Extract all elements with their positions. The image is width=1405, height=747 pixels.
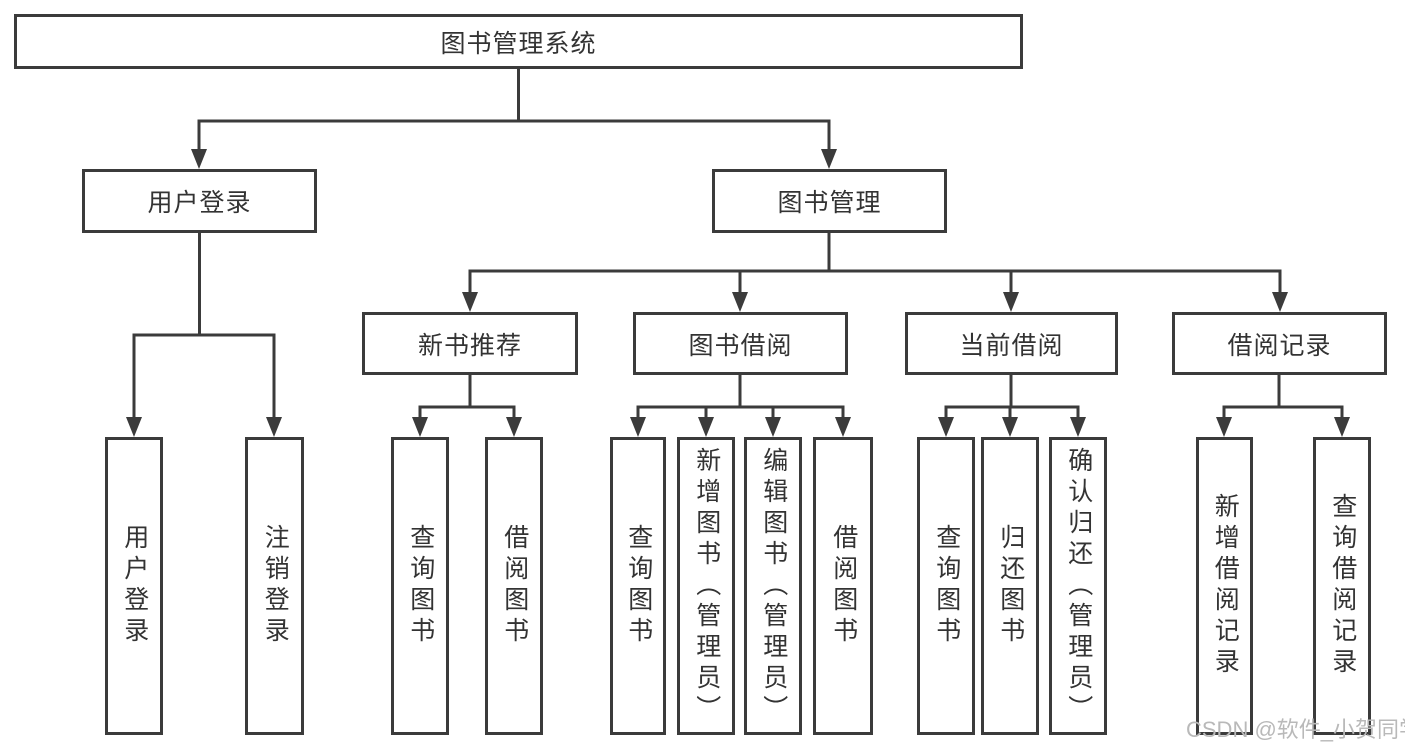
leaf-recommend-query-books: 查询图书 <box>391 437 449 735</box>
leaf-borrow-borrow-books-label: 借阅图书 <box>829 524 858 648</box>
node-current-borrow: 当前借阅 <box>905 312 1118 375</box>
leaf-recommend-borrow-books-label: 借阅图书 <box>500 524 529 648</box>
node-borrow-records-label: 借阅记录 <box>1227 331 1332 360</box>
leaf-borrow-borrow-books: 借阅图书 <box>813 437 873 735</box>
node-new-book-recommend: 新书推荐 <box>362 312 578 375</box>
leaf-current-return-books: 归还图书 <box>981 437 1039 735</box>
leaf-records-add-record-label: 新增借阅记录 <box>1211 493 1240 679</box>
leaf-current-return-books-label: 归还图书 <box>996 524 1025 648</box>
leaf-user-login: 用户登录 <box>105 437 163 735</box>
leaf-recommend-borrow-books: 借阅图书 <box>485 437 543 735</box>
leaf-borrow-query-books: 查询图书 <box>610 437 666 735</box>
leaf-current-confirm-return-admin-label: 确认归还（管理员） <box>1064 446 1093 726</box>
leaf-logout-label: 注销登录 <box>261 524 290 648</box>
node-book-management-label: 图书管理 <box>777 189 882 217</box>
node-user-login-label: 用户登录 <box>147 189 252 217</box>
leaf-current-confirm-return-admin: 确认归还（管理员） <box>1049 437 1107 735</box>
node-new-book-recommend-label: 新书推荐 <box>417 331 522 360</box>
leaf-borrow-edit-books-admin: 编辑图书（管理员） <box>744 437 802 735</box>
node-library-management-system-label: 图书管理系统 <box>440 29 597 58</box>
leaf-records-query-record: 查询借阅记录 <box>1313 437 1371 735</box>
leaf-records-add-record: 新增借阅记录 <box>1196 437 1253 735</box>
leaf-recommend-query-books-label: 查询图书 <box>406 524 435 648</box>
leaf-user-login-label: 用户登录 <box>120 524 149 648</box>
node-user-login: 用户登录 <box>82 169 317 233</box>
leaf-records-query-record-label: 查询借阅记录 <box>1328 493 1357 679</box>
leaf-current-query-books: 查询图书 <box>917 437 975 735</box>
node-book-management: 图书管理 <box>712 169 947 233</box>
leaf-borrow-add-books-admin: 新增图书（管理员） <box>677 437 735 735</box>
leaf-borrow-query-books-label: 查询图书 <box>624 524 653 648</box>
node-book-borrow-label: 图书借阅 <box>688 331 793 360</box>
node-current-borrow-label: 当前借阅 <box>959 331 1064 360</box>
node-book-borrow: 图书借阅 <box>633 312 848 375</box>
node-library-management-system: 图书管理系统 <box>14 14 1023 69</box>
leaf-current-query-books-label: 查询图书 <box>932 524 961 648</box>
leaf-borrow-edit-books-admin-label: 编辑图书（管理员） <box>759 446 788 726</box>
leaf-logout: 注销登录 <box>245 437 304 735</box>
leaf-borrow-add-books-admin-label: 新增图书（管理员） <box>692 446 721 726</box>
node-borrow-records: 借阅记录 <box>1172 312 1387 375</box>
csdn-watermark: CSDN @软件_小贺同学 <box>1186 717 1405 742</box>
